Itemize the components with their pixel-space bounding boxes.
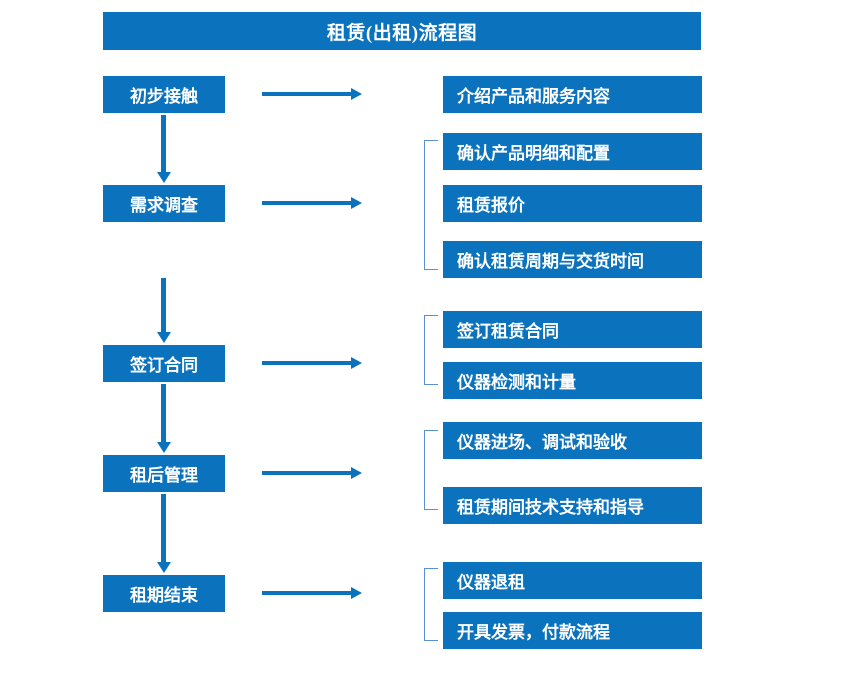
detail-box-instrument-return[interactable]: 仪器退租	[443, 562, 702, 599]
right-arrow-from-initial-contact	[262, 87, 362, 101]
detail-box-sign-lease-contract[interactable]: 签订租赁合同	[443, 311, 702, 348]
group-bracket-lease-end	[424, 568, 438, 641]
stage-box-initial-contact[interactable]: 初步接触	[103, 76, 225, 113]
right-arrow-from-lease-end	[262, 586, 362, 600]
down-arrow-contract-to-management	[156, 384, 172, 453]
stage-box-sign-contract[interactable]: 签订合同	[103, 345, 225, 382]
group-bracket-sign-contract	[424, 315, 438, 385]
detail-box-introduce-products[interactable]: 介绍产品和服务内容	[443, 76, 702, 113]
group-bracket-post-rental-management	[424, 430, 438, 510]
diagram-title: 租赁(出租)流程图	[103, 12, 701, 50]
detail-box-instrument-entry-commissioning[interactable]: 仪器进场、调试和验收	[443, 422, 702, 459]
stage-box-lease-end[interactable]: 租期结束	[103, 575, 225, 612]
detail-box-invoice-payment[interactable]: 开具发票，付款流程	[443, 612, 702, 649]
stage-box-needs-survey[interactable]: 需求调查	[103, 185, 225, 222]
down-arrow-management-to-leaseend	[156, 494, 172, 573]
down-arrow-contact-to-survey	[156, 115, 172, 183]
stage-box-post-rental-management[interactable]: 租后管理	[103, 455, 225, 492]
detail-box-rental-quotation[interactable]: 租赁报价	[443, 185, 702, 222]
right-arrow-from-needs-survey	[262, 196, 362, 210]
group-bracket-needs-survey	[424, 140, 438, 270]
right-arrow-from-sign-contract	[262, 356, 362, 370]
detail-box-technical-support[interactable]: 租赁期间技术支持和指导	[443, 487, 702, 524]
right-arrow-from-post-rental-management	[262, 466, 362, 480]
detail-box-instrument-inspection[interactable]: 仪器检测和计量	[443, 362, 702, 399]
detail-box-confirm-product-details[interactable]: 确认产品明细和配置	[443, 133, 702, 170]
detail-box-confirm-lease-period[interactable]: 确认租赁周期与交货时间	[443, 241, 702, 278]
down-arrow-survey-to-contract	[156, 278, 172, 343]
